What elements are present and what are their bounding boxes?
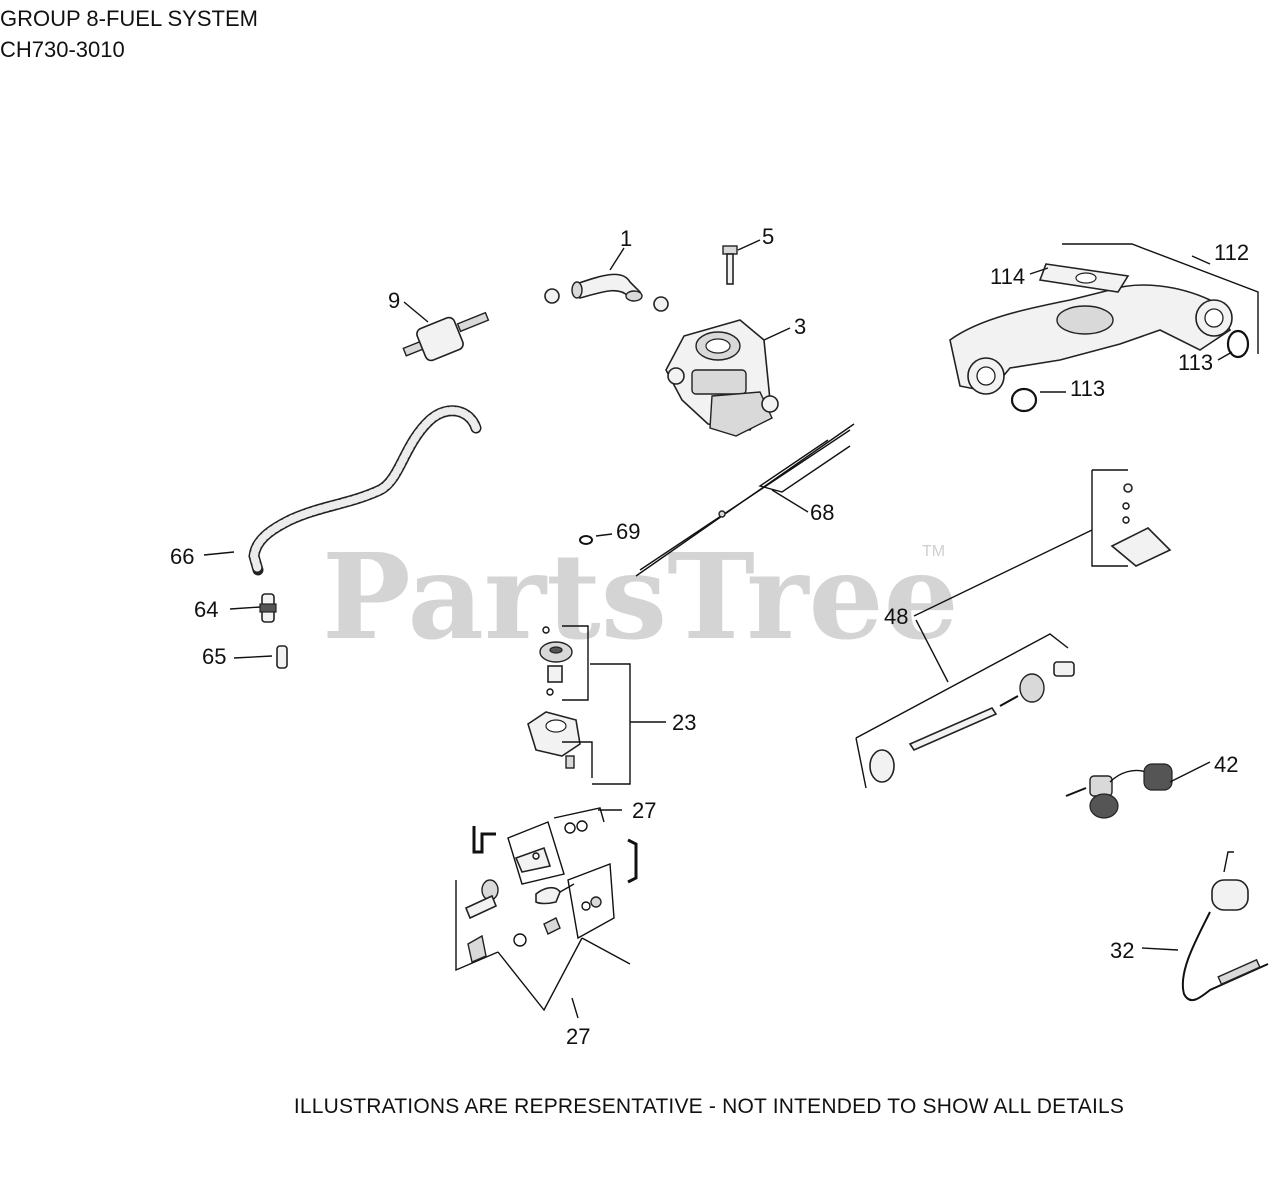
part-9-fuel-filter[interactable]: [402, 311, 490, 363]
leader-68: [771, 489, 809, 513]
part-113-oring-left[interactable]: [1010, 387, 1038, 413]
leader-5: [737, 239, 761, 251]
part-48-choke-kit[interactable]: [855, 469, 1172, 789]
leader-3: [763, 327, 791, 341]
callout-27-upper[interactable]: 27: [632, 798, 656, 823]
callout-65[interactable]: 65: [202, 644, 226, 669]
leader-42: [1169, 761, 1211, 783]
part-113-oring-right[interactable]: [1226, 329, 1250, 359]
part-66-fuel-line[interactable]: [248, 405, 482, 576]
leader-66: [203, 551, 235, 556]
disclaimer-footer: ILLUSTRATIONS ARE REPRESENTATIVE - NOT I…: [293, 1095, 1125, 1118]
leader-65: [233, 655, 273, 659]
leader-112: [1191, 255, 1211, 265]
part-27-lower-kit[interactable]: [455, 863, 631, 1012]
part-1-fuel-hose[interactable]: [544, 273, 669, 312]
leader-113-right: [1217, 351, 1233, 361]
callout-64[interactable]: 64: [194, 597, 218, 622]
part-64-fitting[interactable]: [259, 593, 277, 623]
watermark-trademark: TM: [922, 543, 945, 560]
leader-114: [1029, 267, 1049, 275]
callout-3[interactable]: 3: [794, 314, 806, 339]
part-65-hose[interactable]: [276, 645, 288, 669]
callout-1[interactable]: 1: [620, 226, 632, 251]
diagram-title: GROUP 8-FUEL SYSTEM: [0, 6, 258, 31]
model-number: CH730-3010: [0, 37, 125, 62]
callout-32[interactable]: 32: [1110, 938, 1134, 963]
callout-69[interactable]: 69: [616, 519, 640, 544]
callout-23[interactable]: 23: [672, 710, 696, 735]
leader-32: [1141, 947, 1179, 951]
part-114-gasket[interactable]: [1038, 263, 1130, 293]
watermark-text: PartsTree: [322, 527, 959, 666]
callout-68[interactable]: 68: [810, 500, 834, 525]
callout-114[interactable]: 114: [990, 264, 1025, 289]
part-27-upper-kit[interactable]: [472, 807, 638, 885]
callout-42[interactable]: 42: [1214, 752, 1238, 777]
callout-113-left[interactable]: 113: [1070, 376, 1105, 401]
leader-69: [595, 533, 613, 537]
part-23-fuel-pump-kit[interactable]: [527, 625, 631, 785]
callout-5[interactable]: 5: [762, 224, 774, 249]
callout-9[interactable]: 9: [388, 288, 400, 313]
part-3-carburetor[interactable]: [665, 319, 779, 437]
leader-64: [229, 606, 261, 610]
part-42-solenoid[interactable]: [1065, 763, 1173, 819]
callout-112[interactable]: 112: [1214, 240, 1249, 265]
callout-66[interactable]: 66: [170, 544, 194, 569]
callout-27-lower[interactable]: 27: [566, 1024, 590, 1049]
part-68-linkage[interactable]: [635, 423, 855, 577]
callout-48[interactable]: 48: [884, 604, 908, 629]
leader-1: [609, 247, 625, 271]
part-32-sensor[interactable]: [1181, 851, 1269, 1002]
leader-9: [403, 301, 429, 323]
part-112-intake-manifold[interactable]: [949, 243, 1259, 395]
part-5-screw[interactable]: [722, 245, 738, 285]
part-69-clip[interactable]: [579, 535, 593, 545]
callout-113-right[interactable]: 113: [1178, 350, 1213, 375]
leader-27-lower: [571, 997, 579, 1019]
